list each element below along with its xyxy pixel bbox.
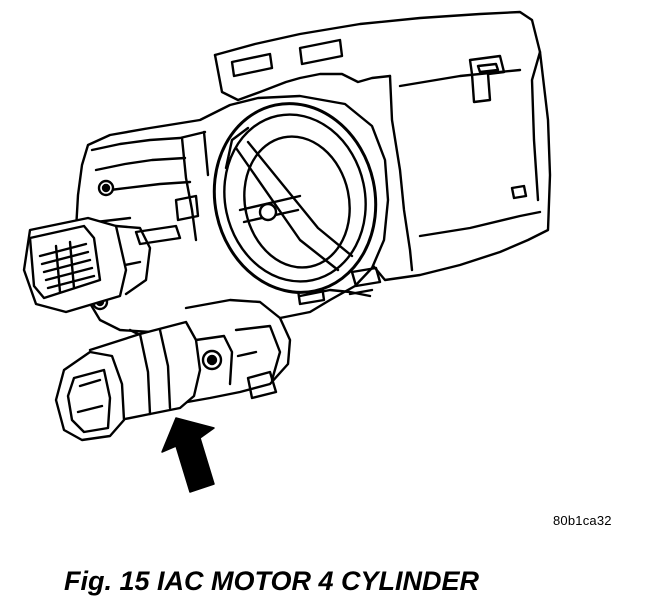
throttle-bore (212, 102, 378, 294)
tps-connector (22, 216, 152, 314)
figure-caption: Fig. 15 IAC MOTOR 4 CYLINDER (64, 566, 480, 596)
pointer-arrow-icon (161, 417, 215, 493)
mounting-bracket (213, 10, 552, 282)
iac-motor (54, 298, 292, 442)
figure-code: 80b1ca32 (553, 513, 612, 528)
